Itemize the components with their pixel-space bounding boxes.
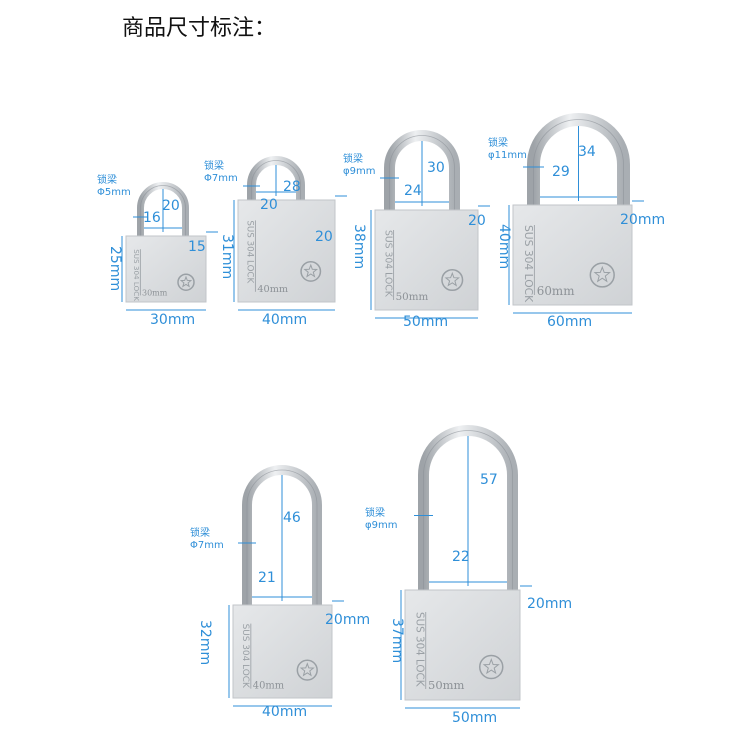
shackle-outline [246, 469, 318, 607]
shackle-inner-width: 24 [404, 183, 422, 199]
star-icon [444, 271, 460, 287]
shackle-inner-width: 20 [260, 197, 278, 213]
body-width: 60mm [547, 314, 593, 330]
star-emblem-circle [589, 262, 615, 288]
body-height: 32mm [197, 620, 213, 666]
star-emblem-circle [300, 260, 322, 282]
star-emblem-circle [479, 654, 504, 680]
body-height: 25mm [107, 246, 123, 292]
lock-body [237, 199, 336, 303]
shackle-clearance: 20 [468, 213, 486, 229]
engraving-text: SUS 304 LOCK [414, 612, 426, 687]
shackle-inner-width: 21 [258, 570, 276, 586]
lock-body [512, 204, 633, 306]
shackle-clearance: 15 [188, 239, 206, 255]
shackle-diameter: φ9mm [365, 520, 398, 531]
shackle-inner-height: 30 [427, 160, 445, 176]
shackle-diameter: φ11mm [488, 150, 527, 161]
shackle-inner-height: 20 [162, 198, 180, 214]
size-mark: 30mm [142, 288, 168, 297]
body-height: 38mm [351, 224, 367, 270]
shackle-outline [389, 135, 455, 212]
shackle-outline [251, 160, 301, 202]
body-width: 30mm [150, 312, 196, 328]
shackle-inner-height: 57 [480, 472, 498, 488]
shackle-clearance: 20mm [527, 596, 573, 612]
shackle-inner-width: 16 [143, 210, 161, 226]
engraving-text: SUS 304 LOCK [240, 624, 250, 689]
body-height: 37mm [389, 618, 405, 664]
star-icon [482, 658, 500, 675]
body-height: 40mm [496, 224, 512, 270]
shackle-label-text: 锁梁 [97, 175, 117, 186]
engraving-text: SUS 304 LOCK [245, 220, 255, 283]
star-icon [299, 662, 315, 677]
lock-body [125, 235, 207, 303]
size-mark: 40mm [257, 284, 288, 295]
shackle-clearance: 20mm [325, 612, 371, 628]
star-emblem-circle [441, 268, 464, 292]
star-emblem-circle [296, 659, 318, 681]
shackle-label-text: 锁梁 [343, 154, 363, 165]
shackle-outline [140, 185, 186, 238]
lock-body [374, 209, 479, 311]
size-mark: 50mm [428, 678, 465, 692]
lock-body [232, 604, 333, 699]
shackle-inner-width: 22 [452, 549, 470, 565]
size-mark: 40mm [253, 681, 285, 692]
shackle-outline [423, 430, 513, 592]
size-mark: 60mm [537, 284, 575, 298]
shackle-clearance: 20mm [620, 212, 666, 228]
star-emblem-circle [177, 273, 195, 291]
shackle-label-text: 锁梁 [190, 528, 210, 539]
shackle-diameter: Φ7mm [204, 173, 238, 184]
body-height: 31mm [219, 234, 235, 280]
size-mark: 50mm [396, 291, 429, 303]
shackle-label-text: 锁梁 [365, 508, 385, 519]
shackle-label-text: 锁梁 [204, 161, 224, 172]
shackle-outline [533, 119, 624, 207]
star-icon [593, 265, 611, 283]
shackle-label-text: 锁梁 [488, 138, 508, 149]
shackle-inner-height: 46 [283, 510, 301, 526]
body-width: 40mm [262, 312, 308, 328]
engraving-text: SUS 304 LOCK [522, 225, 535, 303]
body-width: 50mm [452, 710, 498, 726]
shackle-diameter: φ9mm [343, 166, 376, 177]
engraving-text: SUS 304 LOCK [382, 230, 393, 298]
star-icon [179, 275, 193, 288]
shackle-inner-height: 34 [578, 144, 596, 160]
shackle-inner-width: 29 [552, 164, 570, 180]
shackle-clearance: 20 [315, 229, 333, 245]
page-title: 商品尺寸标注： [122, 16, 277, 41]
shackle-diameter: Φ5mm [97, 187, 131, 198]
star-icon [303, 263, 319, 278]
engraving-text: SUS 304 LOCK [132, 249, 141, 301]
shackle-inner-height: 28 [283, 179, 301, 195]
shackle-diameter: Φ7mm [190, 540, 224, 551]
body-width: 40mm [262, 704, 308, 720]
lock-body [404, 589, 521, 701]
body-width: 50mm [403, 314, 449, 330]
